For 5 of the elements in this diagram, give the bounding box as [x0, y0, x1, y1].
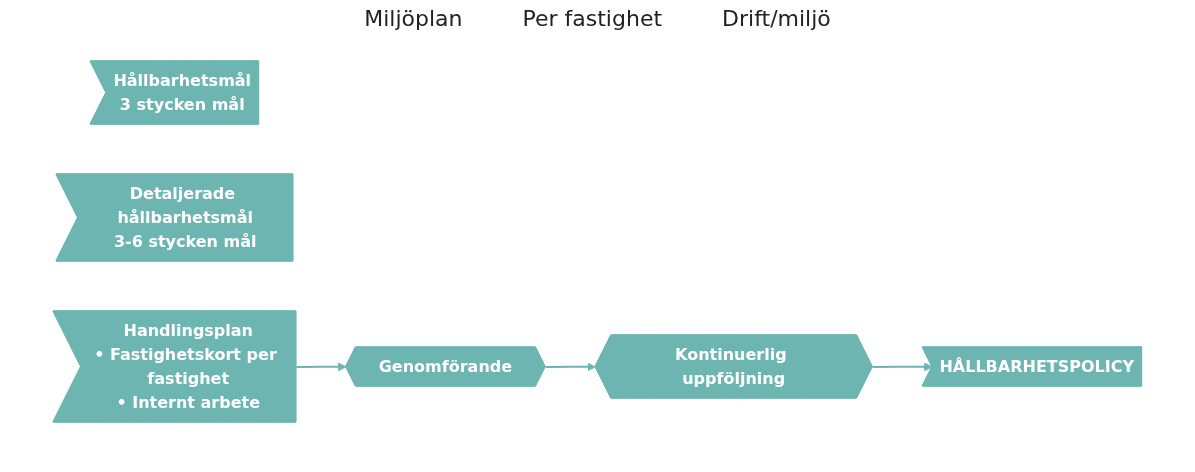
arrow: [544, 361, 597, 371]
arrow: [295, 361, 347, 371]
section-heading: Per fastighet: [522, 6, 663, 31]
section-heading: Drift/miljö: [722, 6, 831, 31]
section-heading: Miljöplan: [364, 6, 463, 31]
